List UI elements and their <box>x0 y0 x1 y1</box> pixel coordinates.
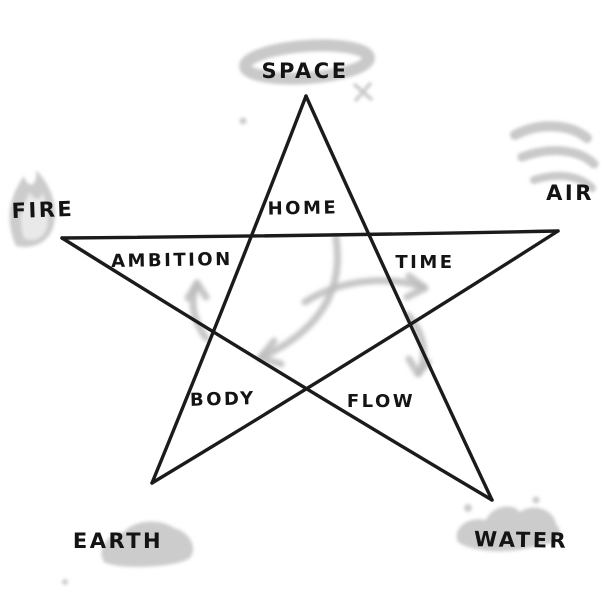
star-line-space-earth <box>150 94 308 485</box>
label-time: TIME <box>395 252 454 273</box>
star-line-air-earth <box>150 229 560 485</box>
label-home: HOME <box>267 197 338 219</box>
sparkle-icon <box>239 82 373 125</box>
label-water: WATER <box>474 527 569 553</box>
star-line-fire-air <box>60 229 560 240</box>
label-space: SPACE <box>261 59 348 83</box>
splash-icon <box>456 496 561 552</box>
label-body: BODY <box>190 388 256 411</box>
flame-icon <box>9 170 56 248</box>
wind-icon <box>510 121 599 192</box>
rock-icon <box>62 521 194 585</box>
label-ambition: AMBITION <box>111 249 233 272</box>
label-flow: FLOW <box>347 391 415 412</box>
star-line-fire-water <box>60 236 494 502</box>
labels: SPACE AIR FIRE EARTH WATER HOME AMBITION… <box>11 59 594 553</box>
smudge-decorations <box>9 39 599 585</box>
halo-icon <box>239 39 375 85</box>
star-line-space-water <box>304 94 494 502</box>
label-air: AIR <box>546 181 594 205</box>
cycle-arrows-icon <box>184 234 432 378</box>
star-outline <box>60 94 560 502</box>
label-earth: EARTH <box>73 529 163 553</box>
label-fire: FIRE <box>11 197 74 223</box>
